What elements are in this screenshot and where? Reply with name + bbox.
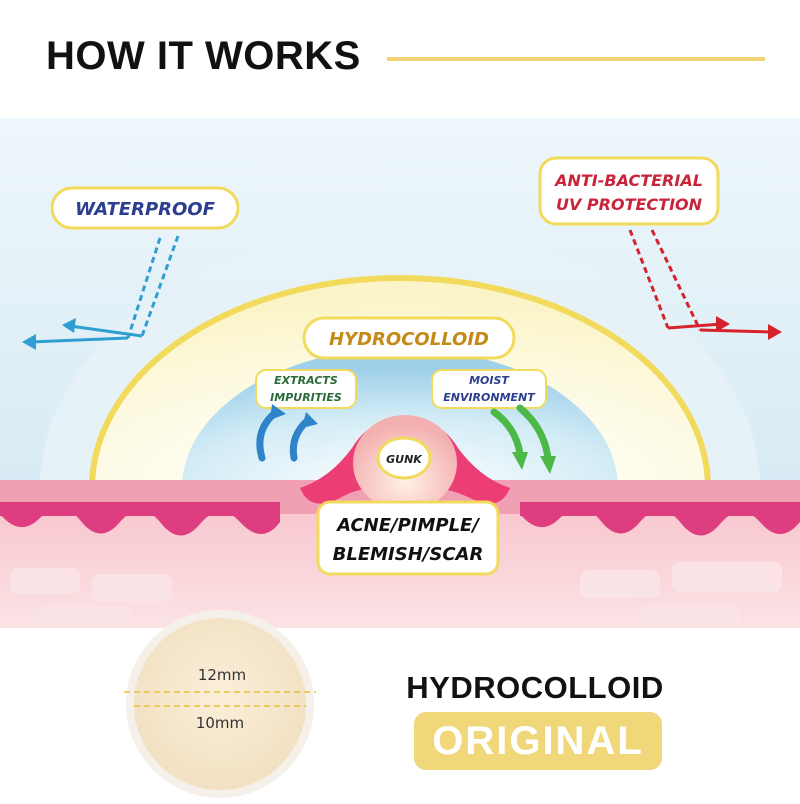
waterproof-arrowhead-1 — [22, 334, 36, 350]
acne-pill — [316, 500, 500, 576]
page-title: HOW IT WORKS — [46, 34, 361, 78]
moist-label-line2: ENVIRONMENT — [443, 391, 536, 404]
anti-bacterial-label-line1: ANTI-BACTERIAL — [553, 171, 703, 190]
waterproof-arrows — [126, 235, 180, 339]
skin-band-left — [0, 502, 280, 516]
moist-pill — [431, 369, 547, 409]
hydrocolloid-pill — [302, 316, 516, 360]
patch-inner-size: 10mm — [196, 714, 244, 732]
patch-canvas: 12mm 10mm — [124, 610, 316, 798]
patch-inner-circle — [134, 618, 306, 790]
patch-illustration: 12mm 10mm — [120, 610, 320, 800]
moist-arrows — [490, 404, 552, 462]
gunk-pill — [376, 436, 432, 480]
extract-arrowhead-1 — [270, 404, 286, 420]
uv-arrows — [628, 229, 702, 331]
skin-band-right — [520, 502, 800, 516]
acne-label-line2: BLEMISH/SCAR — [333, 544, 484, 565]
uv-arrowhead-2 — [768, 324, 782, 340]
gunk-label: GUNK — [386, 453, 423, 466]
patch-outer-size: 12mm — [198, 666, 246, 684]
waterproof-arrowhead-2 — [62, 318, 76, 333]
skin-cells — [10, 562, 782, 626]
waterproof-arrow-reflections — [29, 324, 143, 344]
uv-arrowhead-1 — [716, 316, 730, 332]
product-badge: ORIGINAL — [414, 712, 662, 770]
moist-arrowhead-2 — [540, 456, 556, 474]
extracts-label-line1: EXTRACTS — [274, 374, 338, 387]
waterproof-pill — [50, 186, 240, 230]
uv-arrow-reflections — [667, 322, 773, 334]
extract-arrowhead-2 — [302, 412, 318, 428]
moist-label-line1: MOIST — [469, 374, 510, 387]
acne-label-line1: ACNE/PIMPLE/ — [335, 515, 480, 536]
extracts-pill — [255, 369, 357, 409]
how-it-works-diagram: GUNK WATERPROOF ANTI-BACTERIAL UV PROTEC… — [0, 118, 800, 628]
anti-bacterial-pill — [538, 156, 720, 226]
anti-bacterial-label-line2: UV PROTECTION — [556, 195, 703, 214]
title-divider — [387, 57, 765, 61]
extracts-label-line2: IMPURITIES — [270, 391, 342, 404]
hydrocolloid-label: HYDROCOLLOID — [329, 329, 489, 350]
product-name: HYDROCOLLOID — [406, 670, 664, 705]
moist-arrowhead-1 — [512, 452, 528, 470]
diagram-canvas: GUNK WATERPROOF ANTI-BACTERIAL UV PROTEC… — [0, 118, 800, 628]
waterproof-label: WATERPROOF — [75, 199, 216, 220]
